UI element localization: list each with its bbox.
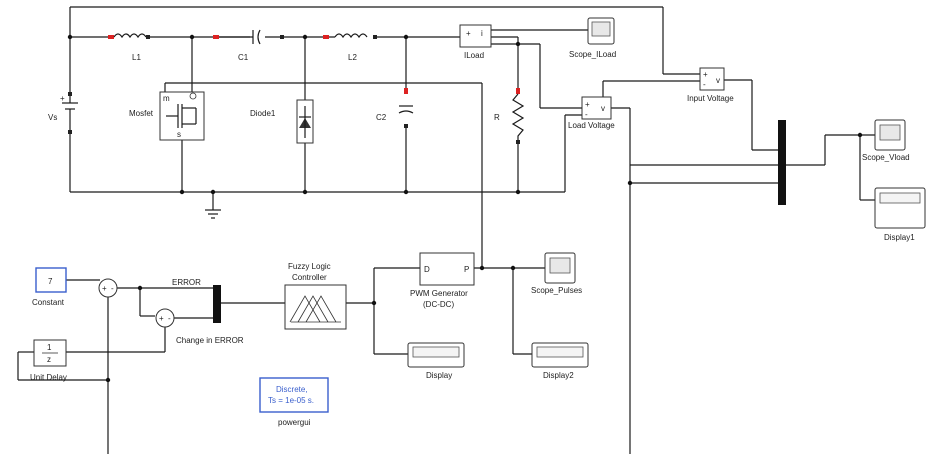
pwm-out-label: P — [464, 265, 469, 274]
pwm-in-label: D — [424, 265, 430, 274]
vs-label: Vs — [48, 113, 57, 122]
r-label: R — [494, 113, 500, 122]
svg-text:-: - — [585, 110, 588, 119]
powergui-line1: Discrete, — [276, 385, 308, 394]
fuzzy-label-line2: Controller — [292, 273, 327, 282]
inductor-l1[interactable]: L1 — [108, 33, 150, 62]
scope-vload-label: Scope_Vload — [862, 153, 910, 162]
pwm-generator-block[interactable]: D P PWM Generator (DC-DC) — [410, 252, 475, 309]
load-voltage-block[interactable]: + - v Load Voltage — [568, 96, 615, 130]
svg-text:+: + — [703, 70, 708, 79]
powergui-block[interactable]: Discrete, Ts = 1e-05 s. powergui — [259, 377, 329, 427]
inductor-l2[interactable]: L2 — [323, 33, 377, 62]
c1-label: C1 — [238, 53, 249, 62]
mosfet-label: Mosfet — [129, 109, 154, 118]
error-label: ERROR — [172, 278, 201, 287]
ground-icon — [205, 209, 221, 219]
mosfet-block[interactable]: m s Mosfet — [129, 91, 205, 141]
svg-text:v: v — [716, 76, 720, 85]
resistor-r[interactable]: R — [494, 88, 525, 144]
mux2-block[interactable] — [213, 285, 221, 323]
signal-wires — [17, 79, 875, 454]
mux-block[interactable] — [778, 120, 786, 205]
fuzzy-controller-block[interactable]: Fuzzy Logic Controller — [284, 262, 347, 330]
vs-battery[interactable]: + Vs — [48, 92, 78, 134]
display-block[interactable]: Display — [407, 342, 465, 380]
scope-pulses-label: Scope_Pulses — [531, 286, 582, 295]
display1-label: Display1 — [884, 233, 915, 242]
svg-text:-: - — [703, 80, 706, 89]
unit-delay-num: 1 — [47, 343, 52, 352]
svg-text:+: + — [102, 284, 107, 293]
powergui-line2: Ts = 1e-05 s. — [268, 396, 314, 405]
display2-block[interactable]: Display2 — [531, 342, 589, 380]
input-voltage-label: Input Voltage — [687, 94, 734, 103]
unit-delay-den: z — [47, 355, 51, 364]
scope-vload[interactable]: Scope_Vload — [862, 119, 910, 162]
display-label: Display — [426, 371, 452, 380]
unit-delay-label: Unit Delay — [30, 373, 67, 382]
power-wires — [69, 6, 700, 268]
capacitor-c1[interactable]: C1 — [213, 29, 284, 62]
svg-text:i: i — [481, 29, 483, 38]
c2-label: C2 — [376, 113, 387, 122]
scope-iload-label: Scope_ILoad — [569, 50, 616, 59]
svg-text:+: + — [585, 100, 590, 109]
iload-block[interactable]: + i ILoad — [459, 24, 492, 60]
input-voltage-block[interactable]: + - v Input Voltage — [687, 67, 734, 103]
constant-value: 7 — [48, 277, 53, 286]
svg-text:v: v — [601, 104, 605, 113]
unit-delay-block[interactable]: 1 z Unit Delay — [30, 339, 67, 382]
fuzzy-label-line1: Fuzzy Logic — [288, 262, 331, 271]
svg-text:m: m — [163, 94, 170, 103]
scope-iload[interactable]: Scope_ILoad — [569, 17, 616, 59]
pwm-label-line1: PWM Generator — [410, 289, 468, 298]
load-voltage-label: Load Voltage — [568, 121, 615, 130]
svg-text:-: - — [168, 314, 171, 323]
powergui-label: powergui — [278, 418, 311, 427]
l1-label: L1 — [132, 53, 141, 62]
sum1-block[interactable]: + - — [98, 278, 118, 298]
junction-dots — [67, 34, 863, 383]
svg-text:+: + — [159, 314, 164, 323]
scope-pulses[interactable]: Scope_Pulses — [531, 252, 582, 295]
capacitor-c2[interactable]: C2 — [376, 88, 414, 128]
display2-label: Display2 — [543, 371, 574, 380]
svg-text:+: + — [60, 94, 65, 103]
diode1-label: Diode1 — [250, 109, 276, 118]
l2-label: L2 — [348, 53, 357, 62]
sum2-block[interactable]: + - — [155, 308, 175, 328]
display1-block[interactable]: Display1 — [874, 187, 926, 242]
diode1-block[interactable]: Diode1 — [250, 99, 314, 144]
svg-text:+: + — [466, 29, 471, 38]
iload-label: ILoad — [464, 51, 484, 60]
change-error-label: Change in ERROR — [176, 336, 244, 345]
pwm-label-line2: (DC-DC) — [423, 300, 454, 309]
constant-block[interactable]: 7 Constant — [32, 267, 67, 307]
constant-label: Constant — [32, 298, 65, 307]
svg-text:-: - — [111, 284, 114, 293]
svg-text:s: s — [177, 130, 181, 139]
